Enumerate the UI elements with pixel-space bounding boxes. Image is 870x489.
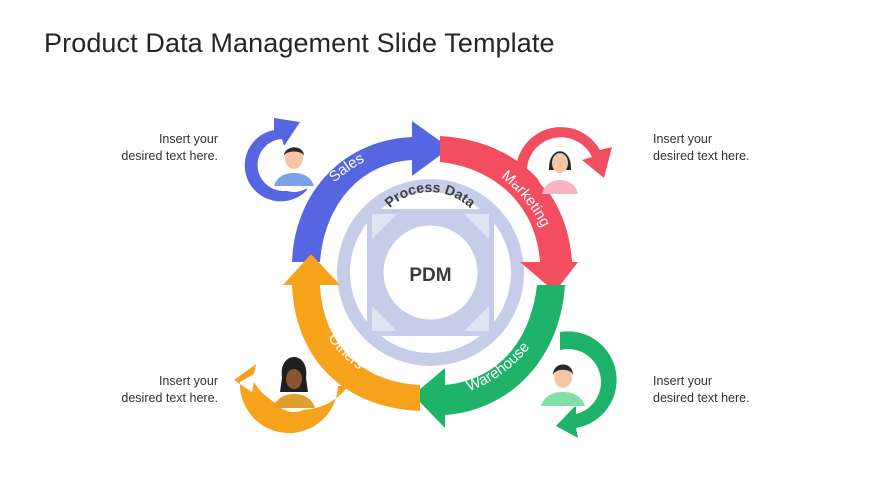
- text-line: desired text here.: [653, 149, 750, 163]
- avatar-face: [554, 366, 572, 388]
- warehouse-arrow: [413, 285, 565, 428]
- avatar-sales: [270, 144, 318, 192]
- sales-curved-arrow: [244, 118, 307, 202]
- warehouse-curved-arrow: [556, 331, 617, 438]
- text-line: desired text here.: [121, 391, 218, 405]
- others-curved-arrow: [234, 364, 348, 434]
- hub-corner-arrow: [372, 306, 397, 331]
- avatar-face: [286, 369, 302, 389]
- text-box-bottom-right[interactable]: Insert your desired text here.: [653, 373, 783, 407]
- sales-arrow: [292, 121, 450, 262]
- avatar-marketing: [536, 146, 584, 194]
- text-line: desired text here.: [653, 391, 750, 405]
- avatar-hair: [553, 364, 573, 375]
- avatar-body: [542, 180, 578, 194]
- pdm-hub: Process Data PDM: [337, 179, 524, 366]
- text-line: Insert your: [653, 374, 713, 388]
- marketing-arrow: [440, 136, 578, 292]
- text-line: Insert your: [158, 132, 218, 146]
- avatar-body: [273, 394, 315, 408]
- hub-ring: [337, 179, 524, 366]
- text-line: Insert your: [653, 132, 713, 146]
- hub-center-label: PDM: [409, 265, 451, 286]
- text-box-top-right[interactable]: Insert your desired text here.: [653, 131, 783, 165]
- avatar-body: [274, 173, 314, 186]
- text-box-bottom-left[interactable]: Insert your desired text here.: [88, 373, 218, 407]
- avatar-body: [541, 392, 585, 406]
- text-line: desired text here.: [121, 149, 218, 163]
- avatar-warehouse: [539, 362, 587, 410]
- text-line: Insert your: [158, 374, 218, 388]
- hub-center: [383, 225, 478, 320]
- others-arrow: [283, 254, 420, 411]
- avatar-face: [285, 147, 303, 169]
- avatar-face: [552, 153, 568, 173]
- hub-corner-arrow: [464, 306, 489, 331]
- slide-title[interactable]: Product Data Management Slide Template: [44, 28, 555, 58]
- avatar-hair: [284, 147, 304, 156]
- text-box-top-left[interactable]: Insert your desired text here.: [88, 131, 218, 165]
- hub-corner-arrow: [372, 214, 397, 239]
- avatar-others: [270, 357, 318, 412]
- marketing-curved-arrow: [515, 127, 612, 186]
- hub-corner-arrow: [464, 214, 489, 239]
